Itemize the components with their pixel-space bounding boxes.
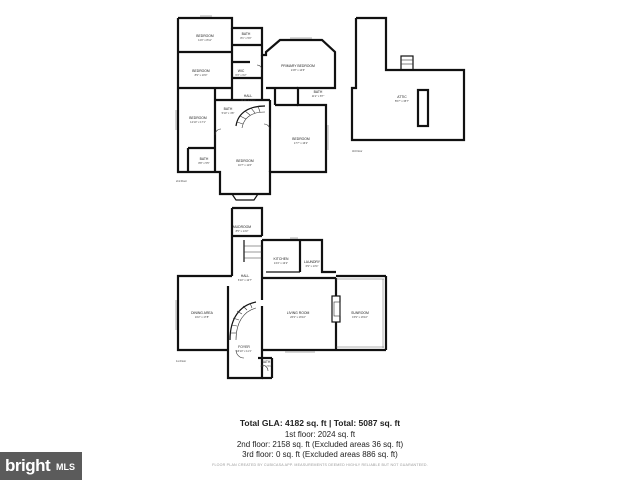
room-hall-1f-dims: 6'10" x 12'7" xyxy=(238,278,252,282)
room-bedroom-left-dims: 12'10" x 17'1" xyxy=(190,120,206,124)
floor-label-third: 3rd Floor xyxy=(352,149,363,153)
room-foyer-name: FOYER xyxy=(238,345,250,349)
room-primary-bedroom-name: PRIMARY BEDROOM xyxy=(281,64,315,68)
room-bath-1f-name: BATH xyxy=(262,360,271,364)
room-living-room-name: LIVING ROOM xyxy=(287,311,310,315)
total-area-summary: Total GLA: 4182 sq. ft | Total: 5087 sq.… xyxy=(239,418,401,428)
room-bath-small-name: BATH xyxy=(224,107,233,111)
floorplan-disclaimer: FLOOR PLAN CREATED BY CUBICASA APP. MEAS… xyxy=(212,463,428,467)
room-bedroom-center-name: BEDROOM xyxy=(236,159,254,163)
room-bath-right-dims: 11'2" x 8'7" xyxy=(312,94,325,98)
first-floor-plan: MUDROOM 8'5" x 14'3" KITCHEN 13'4" x 13'… xyxy=(175,206,388,380)
room-dining-area-name: DINING AREA xyxy=(191,311,214,315)
room-attic-name: ATTIC xyxy=(397,95,407,99)
room-bedroom-top-dims: 11'0" x 8'11" xyxy=(198,38,212,42)
brand-logo-suffix: MLS xyxy=(56,462,75,472)
room-sunroom-dims: 15'9" x 16'10" xyxy=(352,315,368,319)
room-sunroom-name: SUNROOM xyxy=(351,311,369,315)
room-attic-dims: 55'7" x 35'7" xyxy=(395,99,409,103)
room-primary-bedroom-dims: 21'8" x 14'6" xyxy=(291,68,305,72)
room-dining-area-dims: 16'2" x 17'8" xyxy=(195,315,209,319)
room-wic-name: WIC xyxy=(238,69,245,73)
room-bedroom-left-name: BEDROOM xyxy=(189,116,207,120)
room-hall-2f-name: HALL xyxy=(244,94,253,98)
room-bedroom-right-dims: 17'7" x 16'2" xyxy=(294,141,308,145)
room-kitchen-name: KITCHEN xyxy=(274,257,289,261)
room-hall-1f-name: HALL xyxy=(241,274,250,278)
third-floor-area: 3rd floor: 0 sq. ft (Excluded areas 886 … xyxy=(242,450,398,459)
bright-mls-logo: bright MLS xyxy=(0,452,82,480)
first-floor-area: 1st floor: 2024 sq. ft xyxy=(284,430,356,439)
room-bedroom-top-name: BEDROOM xyxy=(196,34,214,38)
room-bedroom-mid-dims: 8'9" x 10'0" xyxy=(195,73,208,77)
room-bath-small-dims: 5'10" x 4'8" xyxy=(222,111,235,115)
room-bath-top-dims: 8'1" x 5'0" xyxy=(240,36,251,40)
room-bedroom-center-dims: 16'7" x 11'6" xyxy=(238,163,252,167)
third-floor-plan: ATTIC 55'7" x 35'7" 3rd Floor xyxy=(350,16,466,153)
room-living-room-dims: 26'3" x 16'10" xyxy=(290,315,306,319)
room-bath-left-dims: 8'8" x 5'5" xyxy=(198,161,209,165)
brand-logo-text: bright xyxy=(5,456,51,475)
room-mudroom-dims: 8'5" x 14'3" xyxy=(236,229,249,233)
room-bath-left-name: BATH xyxy=(200,157,209,161)
second-floor-plan: BEDROOM 11'0" x 8'11" BATH 8'1" x 5'0" B… xyxy=(175,15,337,201)
room-kitchen-dims: 13'4" x 13'2" xyxy=(274,261,288,265)
room-laundry-dims: 6'9" x 13'4" xyxy=(306,264,319,268)
room-hall-2f-dims: 19'11" x 2'11" xyxy=(240,98,255,102)
room-bedroom-right-name: BEDROOM xyxy=(292,137,310,141)
room-bath-1f-dims: 4'6" x 5'1" xyxy=(260,364,271,368)
second-floor-area: 2nd floor: 2158 sq. ft (Excluded areas 3… xyxy=(236,440,404,449)
room-laundry-name: LAUNDRY xyxy=(304,260,321,264)
room-mudroom-name: MUDROOM xyxy=(233,225,251,229)
room-foyer-dims: 16'10" x 11'1" xyxy=(236,349,252,353)
floor-label-first: 1st Floor xyxy=(176,359,186,363)
room-bedroom-mid-name: BEDROOM xyxy=(192,69,210,73)
floor-label-second: 2nd Floor xyxy=(176,179,187,183)
room-wic-dims: 6'3" x 6'2" xyxy=(235,73,246,77)
room-bath-right-name: BATH xyxy=(314,90,323,94)
room-bath-top-name: BATH xyxy=(242,32,251,36)
